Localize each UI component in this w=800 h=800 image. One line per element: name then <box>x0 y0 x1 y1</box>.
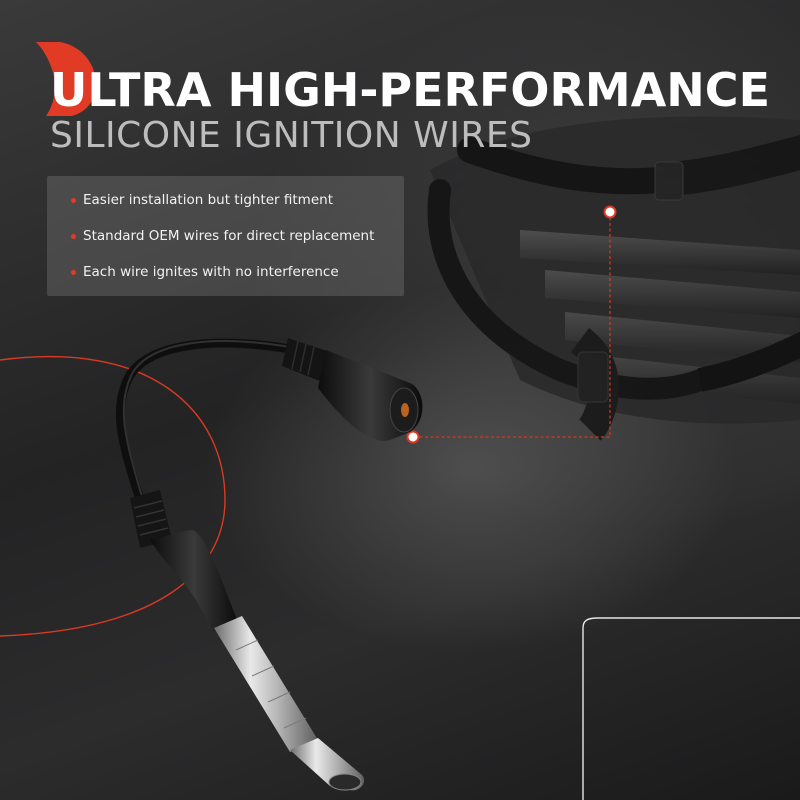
feature-item: Easier installation but tighter fitment <box>47 188 404 224</box>
feature-text: Standard OEM wires for direct replacemen… <box>83 228 375 244</box>
wire-connector-top <box>282 338 423 441</box>
callout-dot-icon <box>603 205 617 219</box>
feature-list: Easier installation but tighter fitment … <box>47 176 404 296</box>
bullet-dot-icon <box>71 270 76 275</box>
callout-dot-icon <box>406 430 420 444</box>
engine-background <box>427 116 800 441</box>
accent-curve-left <box>0 355 226 637</box>
feature-item: Standard OEM wires for direct replacemen… <box>47 224 404 260</box>
subheadline: SILICONE IGNITION WIRES <box>50 115 533 156</box>
ignition-wire <box>115 338 423 791</box>
wire-boot-bottom <box>130 490 365 791</box>
brand-accent-shape <box>36 42 97 116</box>
callout-line <box>406 205 617 444</box>
feature-text: Easier installation but tighter fitment <box>83 192 333 208</box>
feature-item: Each wire ignites with no interference <box>47 260 404 296</box>
feature-text: Each wire ignites with no interference <box>83 264 339 280</box>
bullet-dot-icon <box>71 234 76 239</box>
accent-curve-right <box>582 617 800 800</box>
bullet-dot-icon <box>71 198 76 203</box>
cooling-fins <box>520 230 800 404</box>
headline: ULTRA HIGH-PERFORMANCE <box>50 63 770 117</box>
title-block: ULTRA HIGH-PERFORMANCE SILICONE IGNITION… <box>0 0 800 170</box>
